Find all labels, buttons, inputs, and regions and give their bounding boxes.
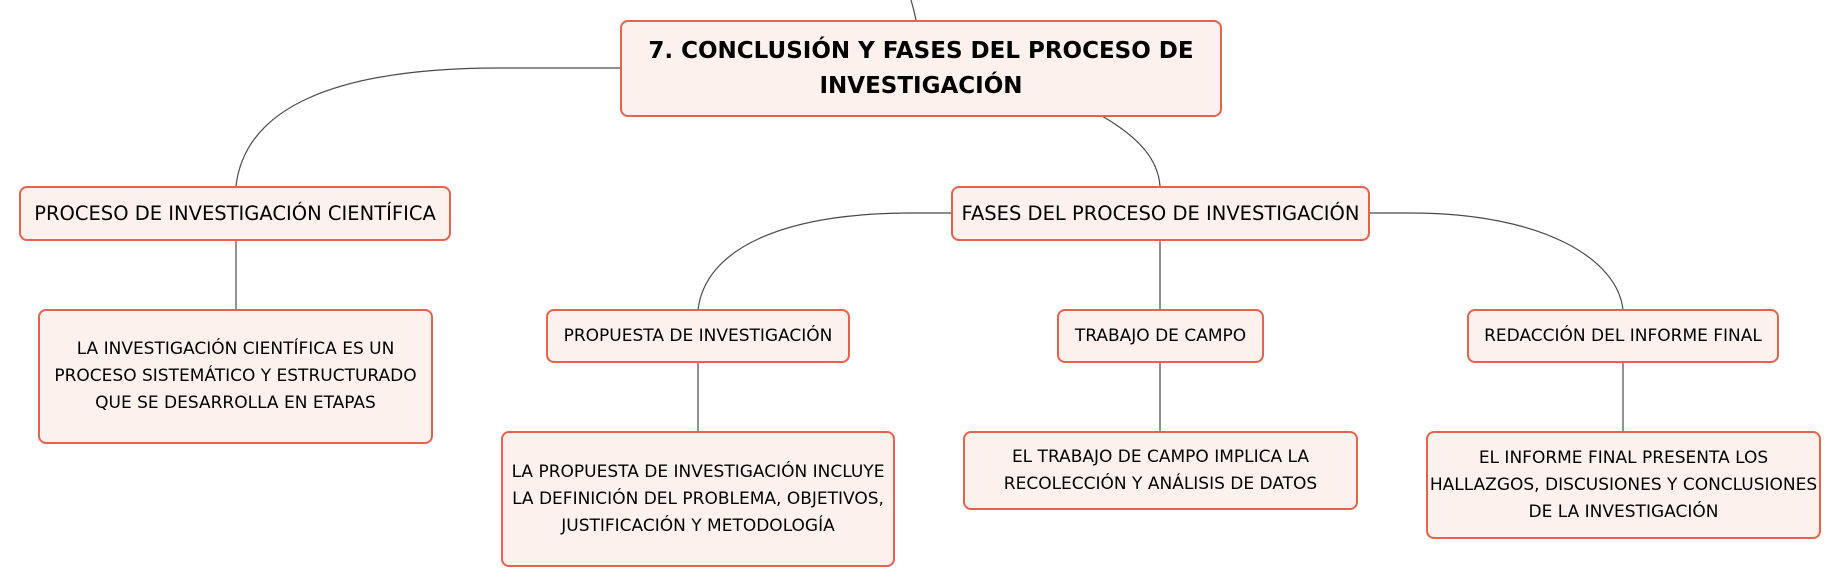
node-propuesta-description[interactable]: LA PROPUESTA DE INVESTIGACIÓN INCLUYE LA… [501,431,895,567]
node-trabajo-description[interactable]: EL TRABAJO DE CAMPO IMPLICA LA RECOLECCI… [963,431,1358,510]
node-propuesta[interactable]: PROPUESTA DE INVESTIGACIÓN [546,309,850,363]
node-trabajo-campo[interactable]: TRABAJO DE CAMPO [1057,309,1264,363]
node-root[interactable]: 7. CONCLUSIÓN Y FASES DEL PROCESO DE INV… [620,20,1222,117]
connector-fases-redaccion [1369,212,1624,311]
node-propuesta-desc-label: LA PROPUESTA DE INVESTIGACIÓN INCLUYE LA… [511,461,885,536]
node-proceso-description[interactable]: LA INVESTIGACIÓN CIENTÍFICA ES UN PROCES… [38,309,433,444]
connector-root-proceso [235,67,620,187]
connector-incoming-root [910,0,917,21]
node-propuesta-label: PROPUESTA DE INVESTIGACIÓN [563,325,833,346]
node-trabajo-desc-label: EL TRABAJO DE CAMPO IMPLICA LA RECOLECCI… [1003,446,1318,494]
node-fases-label: FASES DEL PROCESO DE INVESTIGACIÓN [961,201,1360,225]
connector-fases-propuesta [697,212,952,311]
node-proceso-label: PROCESO DE INVESTIGACIÓN CIENTÍFICA [34,201,436,225]
node-redaccion-description[interactable]: EL INFORME FINAL PRESENTA LOS HALLAZGOS,… [1426,431,1821,539]
node-proceso-investigacion[interactable]: PROCESO DE INVESTIGACIÓN CIENTÍFICA [19,186,451,241]
node-redaccion-desc-label: EL INFORME FINAL PRESENTA LOS HALLAZGOS,… [1429,447,1818,522]
node-redaccion-label: REDACCIÓN DEL INFORME FINAL [1484,325,1762,346]
node-redaccion-informe[interactable]: REDACCIÓN DEL INFORME FINAL [1467,309,1779,363]
node-root-label: 7. CONCLUSIÓN Y FASES DEL PROCESO DE INV… [648,37,1194,99]
node-proceso-desc-label: LA INVESTIGACIÓN CIENTÍFICA ES UN PROCES… [54,339,417,413]
node-trabajo-label: TRABAJO DE CAMPO [1074,325,1247,346]
node-fases-proceso[interactable]: FASES DEL PROCESO DE INVESTIGACIÓN [951,186,1370,241]
connector-root-fases [1101,115,1161,187]
